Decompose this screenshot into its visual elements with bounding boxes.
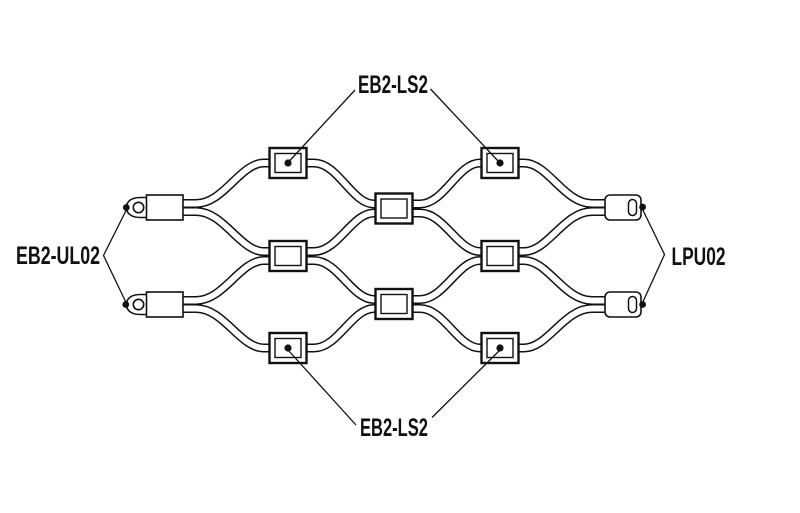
callout-dot-end-terminal-lower xyxy=(639,301,646,308)
leader-line-right-chevron xyxy=(642,209,666,303)
callout-dot-bottom-left-ferrule xyxy=(284,344,292,352)
leader-line-top-right xyxy=(430,88,500,163)
eye-terminal-lower xyxy=(125,291,184,318)
ferrule-clamp-top-right xyxy=(480,146,520,180)
callout-dot-end-terminal-upper xyxy=(639,203,646,211)
ferrule-clamp-middle-left xyxy=(268,239,308,273)
eye-hole xyxy=(132,201,145,214)
label-right-terminal: LPU02 xyxy=(672,243,726,271)
cable-mesh-cores xyxy=(165,163,622,348)
leader-line-top-left xyxy=(288,89,356,163)
eye-terminal-upper xyxy=(125,194,184,221)
callout-dot-top-left-ferrule xyxy=(284,159,292,167)
callouts xyxy=(102,88,666,426)
terminal-slot xyxy=(627,295,638,314)
leader-line-left-chevron xyxy=(102,209,127,303)
leader-line-bottom-right xyxy=(431,350,500,418)
labels: EB2-LS2 EB2-LS2 EB2-UL02 LPU02 xyxy=(16,71,726,442)
label-bottom-ferrule: EB2-LS2 xyxy=(360,414,428,442)
callout-dot-bottom-right-ferrule xyxy=(496,344,504,352)
end-terminal-upper xyxy=(604,194,642,221)
cable-mesh-outlines xyxy=(165,163,622,348)
eye-hole xyxy=(132,298,145,311)
ferrule-clamp-top-left xyxy=(268,146,308,180)
ferrule-clamp-upper-middle xyxy=(374,192,414,225)
leader-line-bottom-left xyxy=(288,350,357,426)
terminal-slot xyxy=(627,198,638,217)
end-terminal-lower xyxy=(604,291,642,318)
label-left-terminal: EB2-UL02 xyxy=(16,242,100,270)
callout-dot-eye-terminal-lower xyxy=(122,301,130,308)
ferrule-clamp-middle-right xyxy=(480,239,520,273)
eye-terminal-body xyxy=(145,291,184,318)
eye-terminal-body xyxy=(145,194,184,221)
label-top-ferrule: EB2-LS2 xyxy=(358,71,428,99)
callout-dot-top-right-ferrule xyxy=(496,159,504,167)
callout-dot-eye-terminal-upper xyxy=(122,204,130,211)
ferrule-clamp-lower-middle xyxy=(374,287,414,321)
